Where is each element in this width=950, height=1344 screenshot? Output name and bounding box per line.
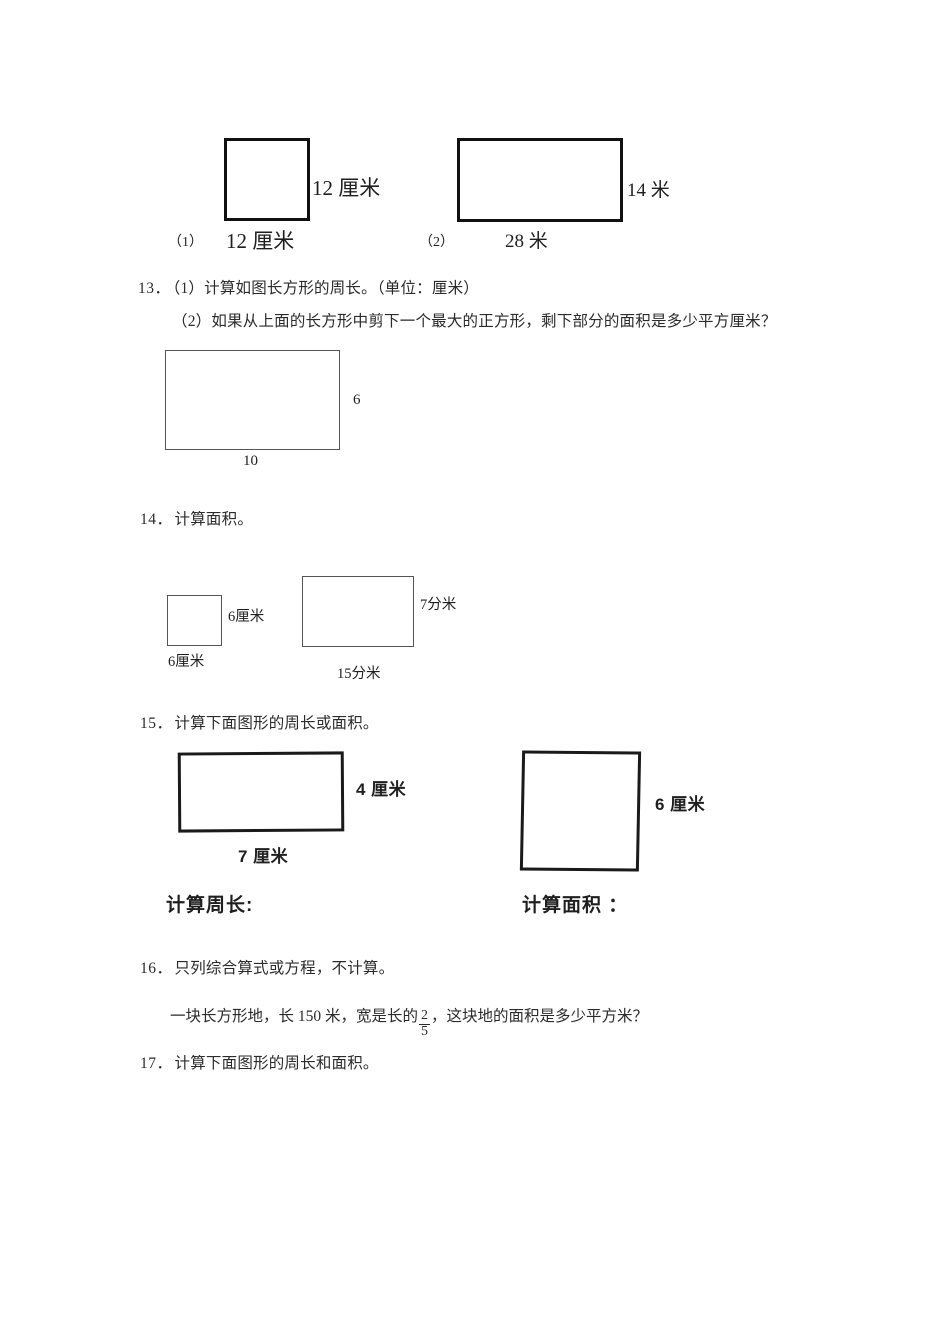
- problem-13-text-2: （2）如果从上面的长方形中剪下一个最大的正方形，剩下部分的面积是多少平方厘米？: [172, 313, 777, 330]
- problem-13-text-1: （1）计算如图长方形的周长。（单位：厘米）: [172, 280, 479, 297]
- problem-15-figure-square: [519, 750, 642, 872]
- problem-16-line-1: 16．只列综合算式或方程，不计算。: [140, 957, 394, 980]
- problem-14-line-1: 14．计算面积。: [140, 508, 253, 531]
- problem-15-text-1: 计算下面图形的周长或面积。: [174, 715, 379, 732]
- problem-14-number: 14．: [140, 511, 173, 528]
- problem-14-rectangle-right-label: 7分米: [420, 597, 457, 613]
- problem-16-suffix: ，这块地的面积是多少平方米？: [431, 1008, 649, 1025]
- problem-17-number: 17．: [140, 1055, 173, 1072]
- problem-14-figure-square: [167, 595, 222, 646]
- problem-16-fraction: 2 5: [419, 1008, 431, 1039]
- top-figure-2-bottom-label: 28 米: [505, 231, 548, 252]
- problem-13-number: 13．: [138, 280, 171, 297]
- problem-13-line-2: （2）如果从上面的长方形中剪下一个最大的正方形，剩下部分的面积是多少平方厘米？: [172, 310, 777, 333]
- problem-13-figure-rectangle: [165, 350, 340, 450]
- top-figure-1-square: [224, 138, 310, 221]
- fraction-denominator: 5: [419, 1023, 431, 1039]
- problem-16-prefix: 一块长方形地，长 150 米，宽是长的: [170, 1008, 419, 1025]
- problem-16-number: 16．: [140, 960, 173, 977]
- top-figure-1-bottom-label: 12 厘米: [226, 229, 295, 253]
- problem-15-rectangle-right-label: 4 厘米: [356, 780, 407, 799]
- problem-13-right-label: 6: [353, 392, 361, 408]
- problem-15-line-1: 15．计算下面图形的周长或面积。: [140, 712, 379, 735]
- problem-14-rectangle-bottom-label: 15分米: [337, 666, 381, 682]
- problem-14-figure-rectangle: [302, 576, 414, 647]
- problem-15-perimeter-task-label: 计算周长:: [166, 895, 254, 916]
- problem-13-bottom-label: 10: [243, 453, 258, 469]
- top-figure-2-marker: （2）: [419, 235, 454, 250]
- fraction-numerator: 2: [421, 1008, 429, 1023]
- problem-15-square-right-label: 6 厘米: [655, 795, 706, 814]
- top-figure-2-rectangle: [457, 138, 623, 222]
- top-figure-1-right-label: 12 厘米: [312, 176, 381, 200]
- problem-16-word-problem: 一块长方形地，长 150 米，宽是长的 2 5 ，这块地的面积是多少平方米？: [170, 1004, 648, 1041]
- problem-14-text-1: 计算面积。: [174, 511, 254, 528]
- problem-17-line-1: 17．计算下面图形的周长和面积。: [140, 1052, 379, 1075]
- problem-13-line-1: 13．（1）计算如图长方形的周长。（单位：厘米）: [138, 277, 479, 300]
- problem-16-text-1: 只列综合算式或方程，不计算。: [174, 960, 395, 977]
- top-figure-1-marker: （1）: [168, 235, 203, 250]
- problem-15-area-task-label: 计算面积 ：: [522, 895, 629, 916]
- problem-15-number: 15．: [140, 715, 173, 732]
- top-figure-2-right-label: 14 米: [627, 180, 670, 201]
- problem-17-text-1: 计算下面图形的周长和面积。: [174, 1055, 379, 1072]
- problem-15-figure-rectangle: [177, 751, 345, 833]
- problem-14-square-bottom-label: 6厘米: [168, 654, 205, 670]
- problem-14-square-right-label: 6厘米: [228, 609, 265, 625]
- problem-15-rectangle-bottom-label: 7 厘米: [238, 847, 289, 866]
